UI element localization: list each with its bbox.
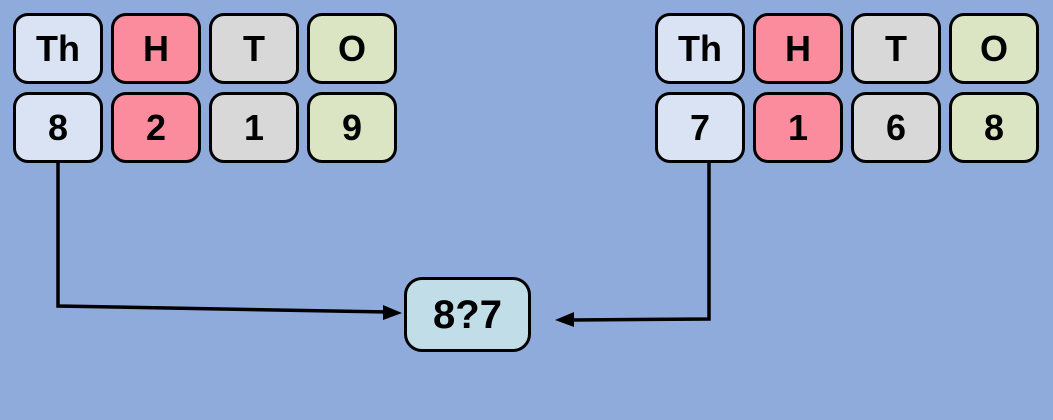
right-header-thousands-label: Th — [678, 27, 722, 69]
left-digit-thousands: 8 — [13, 92, 103, 163]
left-header-ones-label: O — [337, 27, 366, 69]
right-digit-ones: 8 — [949, 92, 1039, 163]
left-header-tens-label: T — [243, 27, 265, 69]
right-header-ones: O — [949, 13, 1039, 84]
right-header-tens: T — [851, 13, 941, 84]
right-digit-thousands-value: 7 — [689, 106, 711, 148]
left-digit-ones-value: 9 — [341, 106, 363, 148]
left-digit-hundreds-value: 2 — [145, 106, 167, 148]
right-arrow — [555, 162, 711, 327]
right-header-hundreds: H — [753, 13, 843, 84]
right-digit-tens-value: 6 — [885, 106, 907, 148]
right-digit-tens: 6 — [851, 92, 941, 163]
left-header-hundreds-label: H — [143, 27, 169, 69]
left-digit-tens: 1 — [209, 92, 299, 163]
right-header-hundreds-label: H — [785, 27, 811, 69]
right-digit-hundreds-value: 1 — [787, 106, 809, 148]
left-digit-thousands-value: 8 — [47, 106, 69, 148]
comparison-value: 8?7 — [433, 292, 502, 337]
left-header-thousands-label: Th — [36, 27, 80, 69]
left-header-thousands: Th — [13, 13, 103, 84]
right-header-thousands: Th — [655, 13, 745, 84]
left-header-hundreds: H — [111, 13, 201, 84]
place-value-chart-right: Th H T O 7 1 6 8 — [655, 13, 1039, 163]
right-header-tens-label: T — [885, 27, 907, 69]
right-digit-ones-value: 8 — [983, 106, 1005, 148]
left-digit-ones: 9 — [307, 92, 397, 163]
place-value-chart-left: Th H T O 8 2 1 9 — [13, 13, 397, 163]
left-header-tens: T — [209, 13, 299, 84]
left-header-ones: O — [307, 13, 397, 84]
left-digit-hundreds: 2 — [111, 92, 201, 163]
comparison-box[interactable]: 8?7 — [404, 277, 531, 352]
left-digit-tens-value: 1 — [243, 106, 265, 148]
left-arrow — [56, 162, 402, 320]
right-header-ones-label: O — [979, 27, 1008, 69]
right-digit-hundreds: 1 — [753, 92, 843, 163]
right-digit-thousands: 7 — [655, 92, 745, 163]
